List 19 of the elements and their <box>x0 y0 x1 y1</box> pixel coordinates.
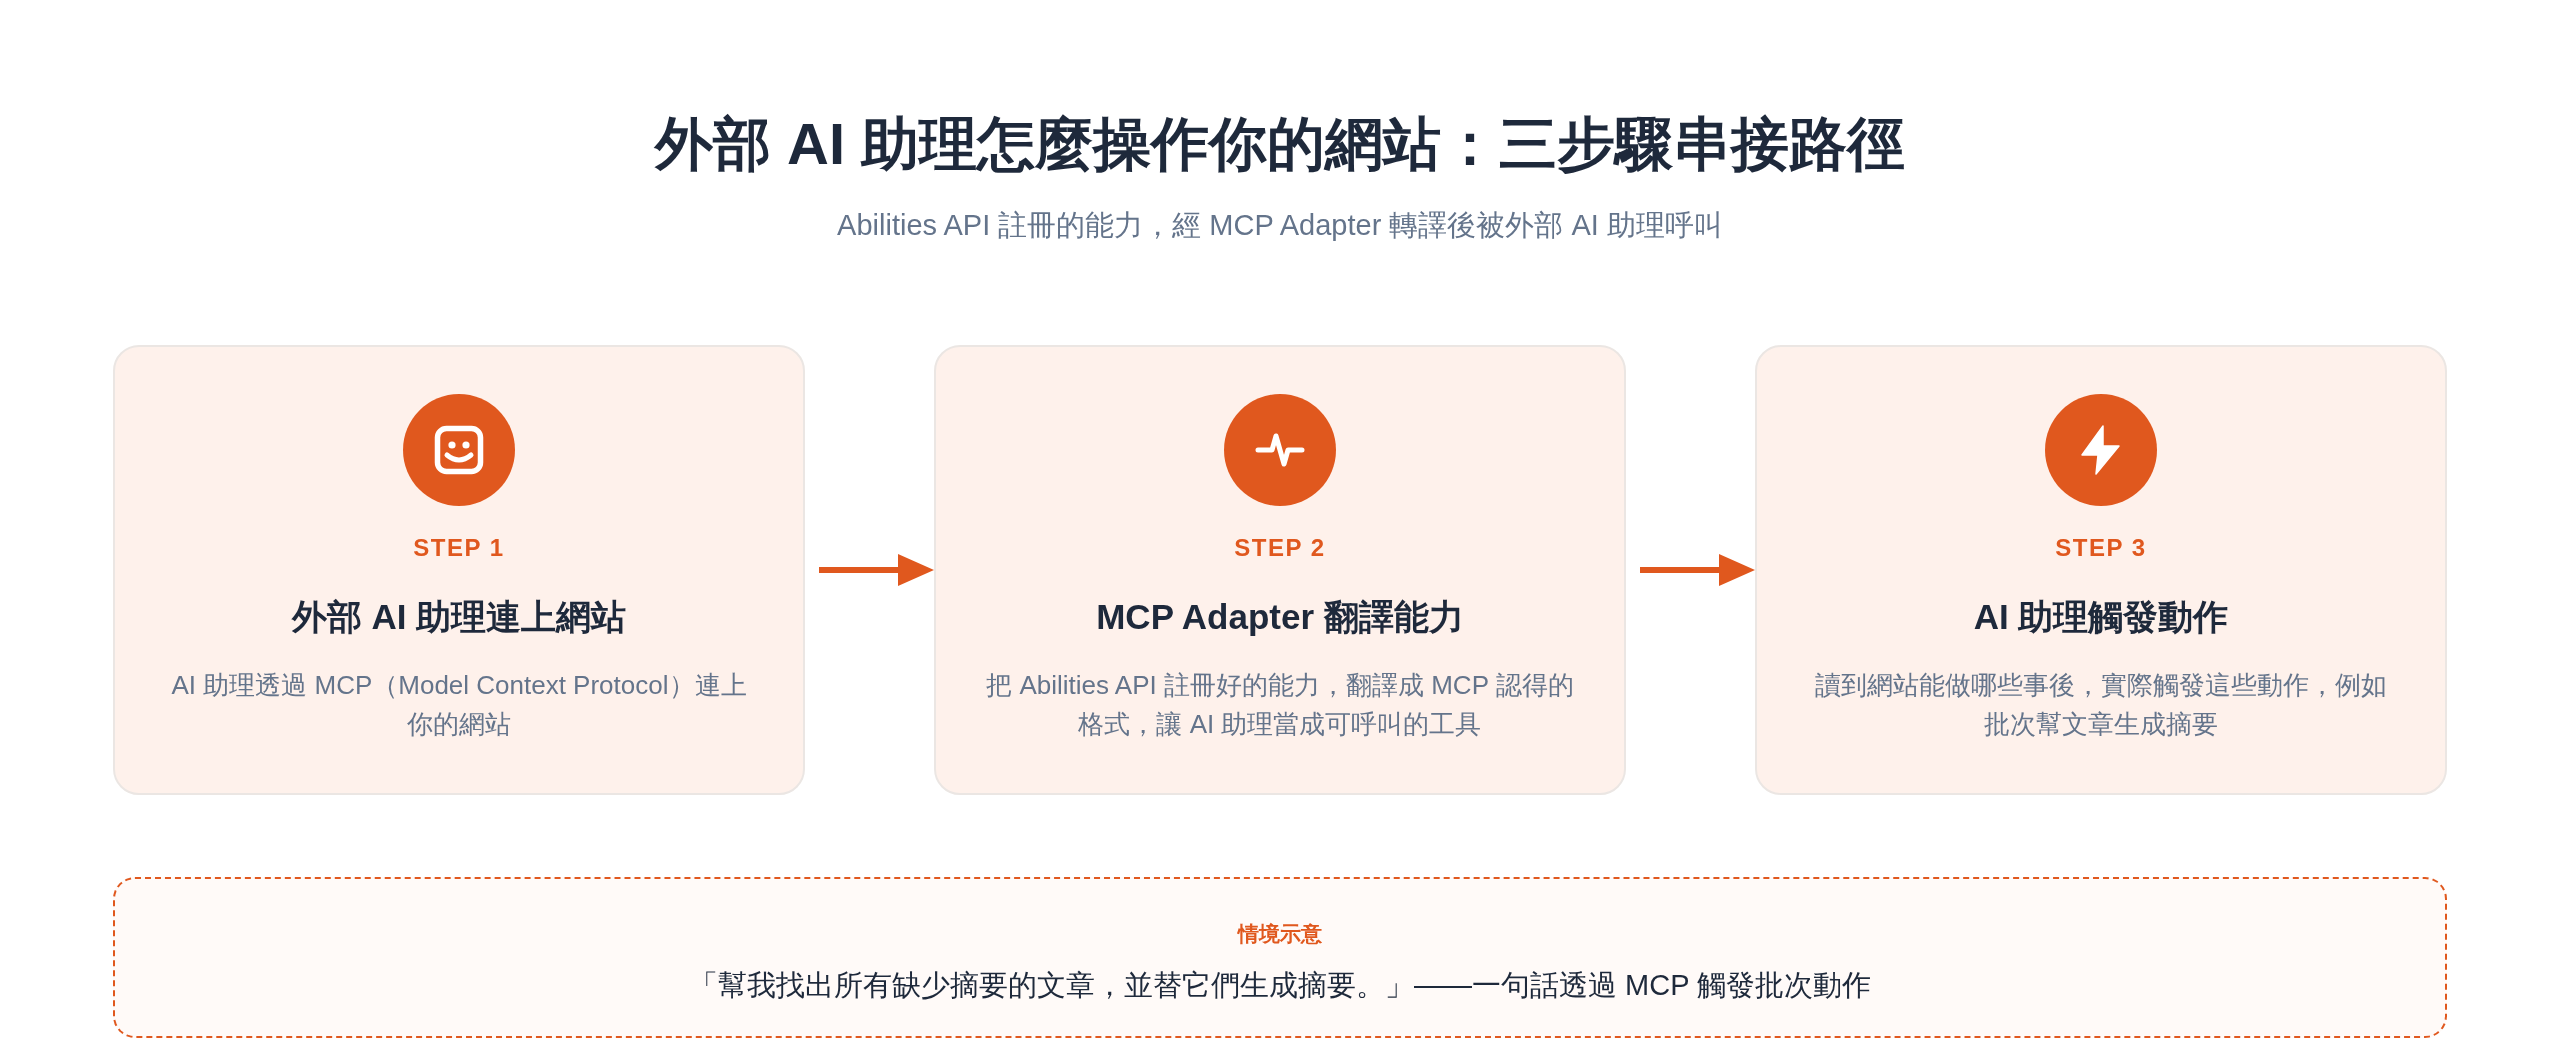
arrow <box>1640 554 1755 586</box>
scenario-quote: 「幫我找出所有缺少摘要的文章，並替它們生成摘要。」——一句話透過 MCP 觸發批次動作 <box>688 968 1871 1003</box>
step-description: 讀到網站能做哪些事後，實際觸發這些動作，例如批次幫文章生成摘要 <box>1814 669 2388 741</box>
subtitle: Abilities API 註冊的能力，經 MCP Adapter 轉譯後被外部 AI 助理呼叫 <box>837 208 1723 243</box>
step-label: STEP 3 <box>2055 533 2147 563</box>
step-card <box>1755 345 2447 795</box>
diagram-title: 外部 AI 助理怎麼操作你的網站：三步驟串接路徑 <box>654 110 1906 178</box>
step-title: AI 助理觸發動作 <box>1973 596 2229 638</box>
scenario-label: 情境示意 <box>1238 921 1322 947</box>
step-description: 把 Abilities API 註冊好的能力，翻譯成 MCP 認得的格式，讓 AI 助理當成可呼叫的工具 <box>985 669 1575 741</box>
step-label: STEP 2 <box>1234 533 1326 563</box>
step-card <box>113 345 805 795</box>
step-title: 外部 AI 助理連上網站 <box>291 596 627 638</box>
step-card <box>934 345 1626 795</box>
step-label: STEP 1 <box>413 533 505 563</box>
step-description: AI 助理透過 MCP（Model Context Protocol）連上你的網站 <box>170 669 748 741</box>
scenario-box <box>113 877 2447 1038</box>
step-title: MCP Adapter 翻譯能力 <box>1096 596 1464 638</box>
arrow <box>819 554 934 586</box>
